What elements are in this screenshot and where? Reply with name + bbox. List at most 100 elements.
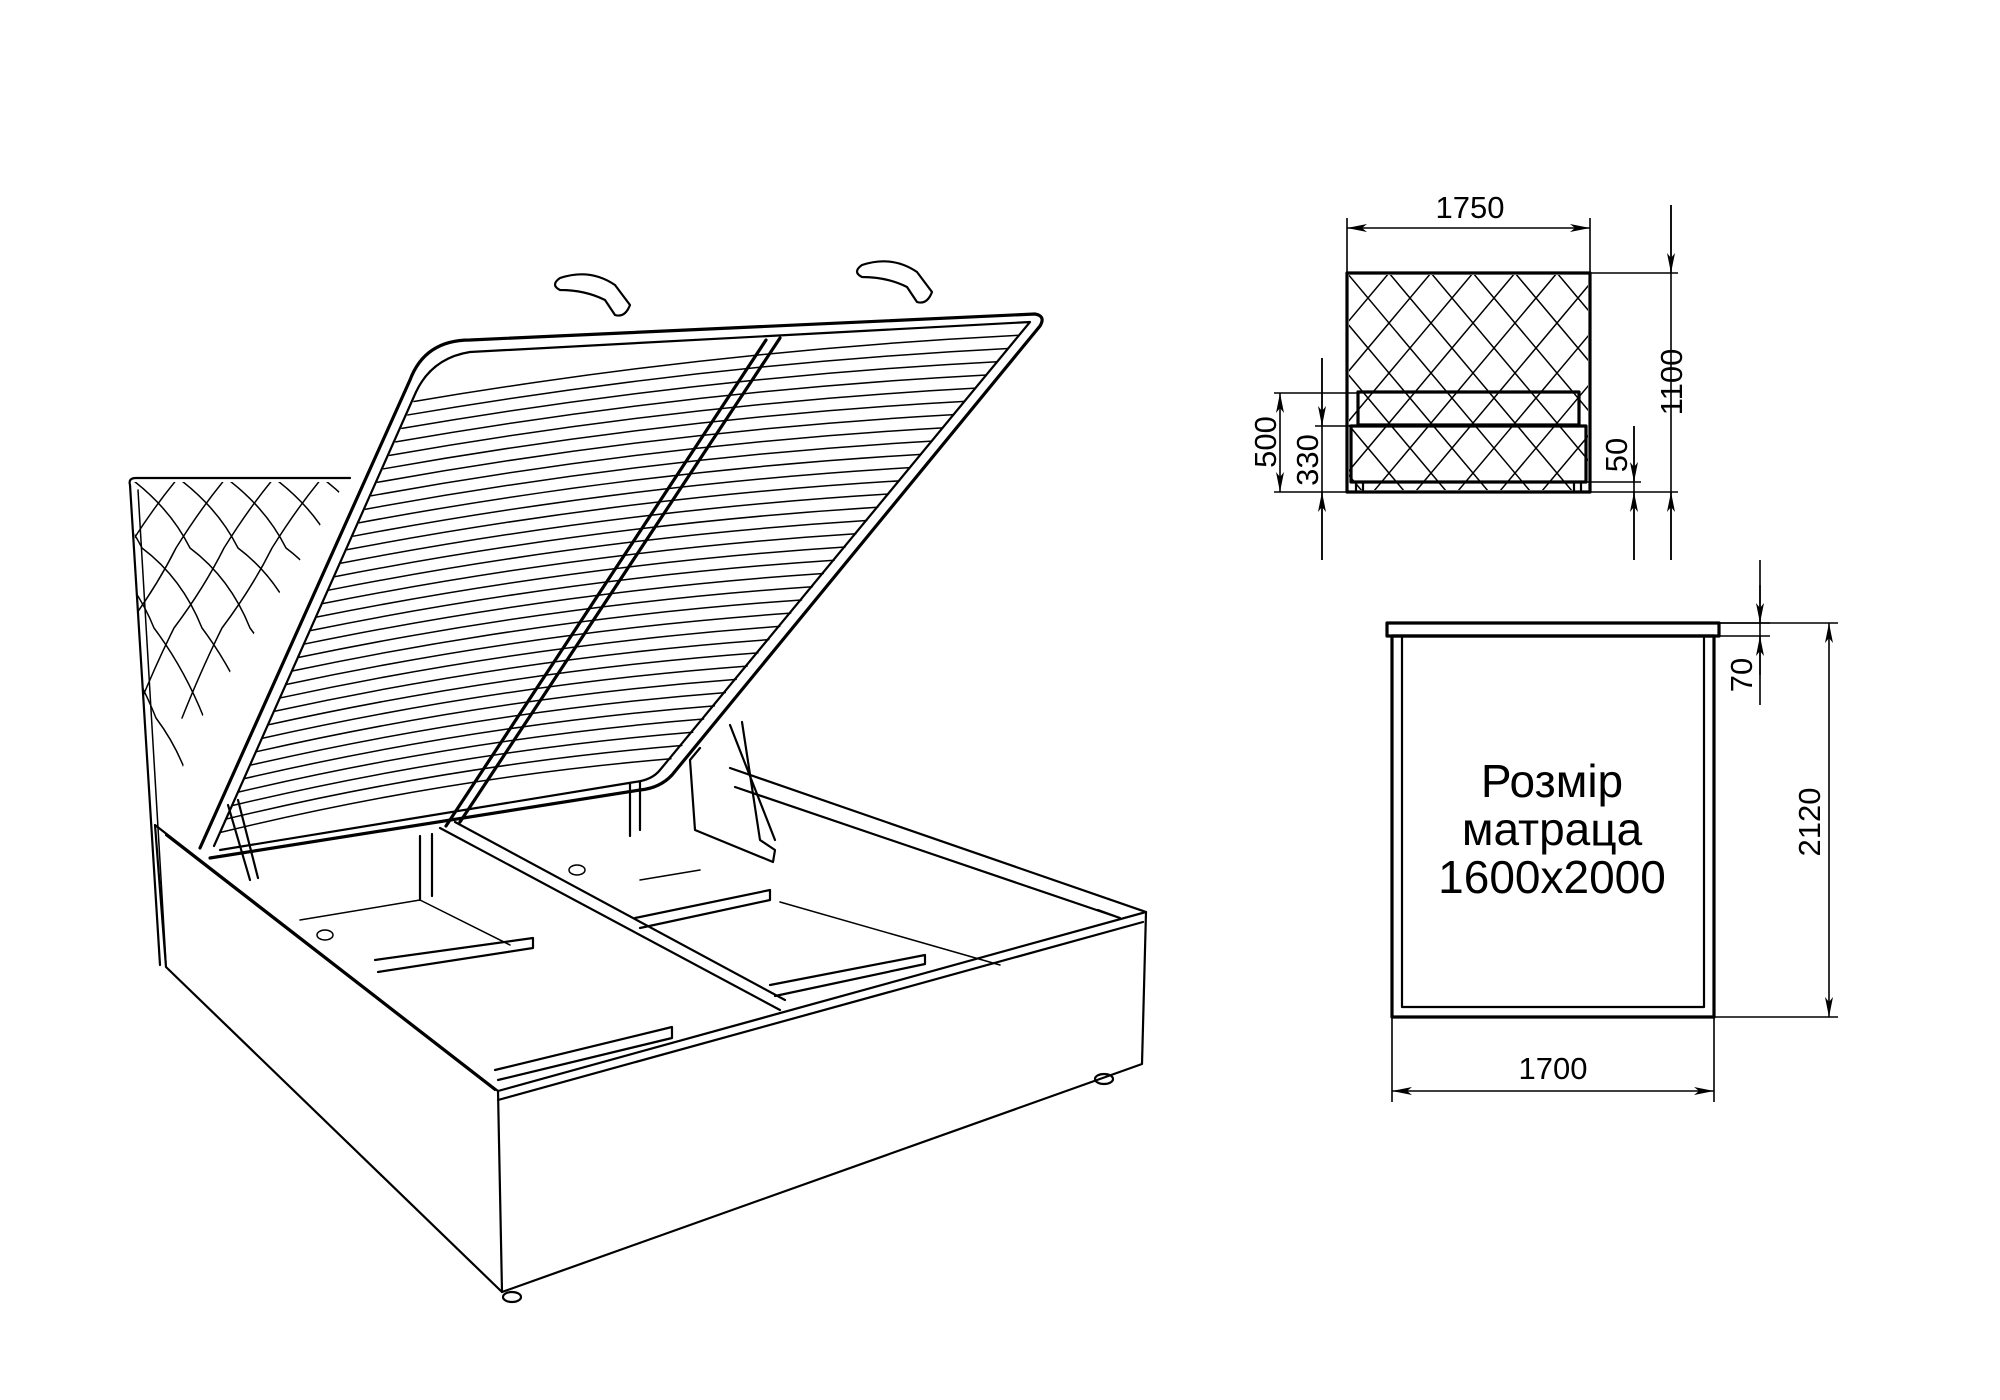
slat: [310, 559, 835, 632]
mattress-size-line1: Розмір: [1481, 755, 1623, 807]
tuft-line: [1349, 275, 1389, 322]
tuft-line: [1683, 273, 1903, 535]
headboard-inner-edge: [137, 489, 167, 964]
tuft-line: [1349, 275, 1515, 472]
slat: [249, 691, 727, 766]
lid-center-bar: [444, 336, 782, 828]
floor-lines: [299, 869, 1001, 966]
slat: [219, 758, 672, 834]
dim-height-1100: 1100: [1654, 349, 1689, 416]
cross-rail-1: [373, 936, 535, 974]
side-panel: [153, 823, 504, 1294]
cross-rail-4: [768, 953, 927, 998]
slat: [279, 625, 781, 699]
slat: [370, 427, 944, 497]
slat: [358, 453, 922, 524]
tuft-line: [1541, 434, 1588, 490]
slat: [334, 506, 879, 578]
dim-width-1700: 1700: [1519, 1051, 1588, 1086]
tuft-line: [917, 273, 1137, 535]
tuft-line: [325, 482, 345, 719]
tuft-line: [1373, 275, 1557, 490]
front-view: 1750 1100 500 330 50: [875, 190, 1945, 560]
tuft-line: [181, 482, 323, 719]
tuft-line: [1473, 275, 1588, 412]
cross-rail-2: [493, 1025, 674, 1082]
slat: [364, 440, 933, 510]
tuft-line: [133, 482, 275, 719]
slat: [267, 652, 759, 726]
tuft-line: [1349, 424, 1405, 490]
dim-footboard-70: 70: [1724, 658, 1759, 692]
tuft-line: [1053, 273, 1273, 535]
tuft-line: [1725, 273, 1945, 535]
legs: [1354, 480, 1583, 494]
tuft-line: [1415, 284, 1588, 490]
slat: [225, 744, 683, 820]
tuft-line: [875, 273, 1095, 535]
dim-bed-height-500: 500: [1248, 416, 1283, 468]
tuft-line: [1499, 384, 1588, 490]
top-view: Розмір матраца 1600x2000 70 2120 1700: [1385, 560, 1838, 1102]
tuft-line: [132, 482, 149, 809]
tuft-line: [132, 482, 227, 719]
slat: [346, 480, 901, 551]
slat: [382, 400, 966, 470]
dim-width-1750: 1750: [1436, 190, 1505, 225]
foot-front-right: [1093, 1072, 1115, 1086]
tuft-line: [0, 478, 100, 808]
tuft-line: [0, 478, 130, 718]
tuft-line: [1349, 474, 1363, 490]
dim-leg-height-50: 50: [1599, 438, 1634, 472]
slat: [237, 718, 705, 793]
tuft-line: [1515, 275, 1588, 362]
cross-rail-3: [633, 888, 772, 930]
dim-base-height-330: 330: [1290, 434, 1325, 486]
slat: [340, 493, 890, 564]
tuft-line: [1127, 273, 1347, 535]
tuft-line: [0, 478, 34, 718]
bed-frame-top: [1390, 634, 1716, 1019]
headboard-top: [1385, 621, 1721, 638]
tuft-line: [1011, 273, 1231, 535]
slat: [328, 519, 868, 591]
tuft-line: [1137, 273, 1357, 535]
slat: [401, 360, 999, 430]
tuft-line: [1599, 273, 1819, 535]
slat: [352, 466, 912, 537]
headboard-front: [1345, 271, 1592, 494]
dim-length-2120: 2120: [1792, 788, 1827, 857]
right-side-rail: [728, 766, 1148, 920]
tuft-line: [1389, 275, 1573, 490]
bed-perspective-illustration: [0, 260, 1148, 1304]
frame-inner: [1400, 634, 1706, 1009]
tuft-line: [959, 273, 1179, 535]
mattress-size-line3: 1600x2000: [1438, 851, 1666, 903]
slat: [395, 374, 988, 443]
tuft-line: [1349, 275, 1431, 372]
lid-handle-right[interactable]: [855, 260, 934, 304]
tuft-line: [225, 482, 345, 809]
tuft-line: [1349, 275, 1473, 422]
slat: [285, 612, 792, 686]
tuft-line: [1431, 275, 1588, 462]
tuft-line: [132, 482, 293, 809]
tuft-line: [132, 482, 197, 809]
headboard-tufting-front: [875, 273, 1945, 535]
slat: [322, 533, 857, 605]
headboard: [128, 476, 352, 967]
tuft-line: [418, 478, 628, 808]
hole: [316, 929, 334, 941]
tuft-line: [0, 478, 52, 808]
center-beam: [418, 780, 787, 1012]
tuft-line: [1349, 324, 1489, 490]
slat: [413, 334, 1020, 403]
slat: [388, 387, 977, 457]
slat: [407, 347, 1009, 416]
tuft-line: [1085, 273, 1305, 535]
lid-handle-left[interactable]: [553, 273, 632, 317]
foot-front-left: [501, 1290, 523, 1304]
lid-frame-outer: [198, 312, 1044, 860]
slat: [376, 413, 955, 484]
